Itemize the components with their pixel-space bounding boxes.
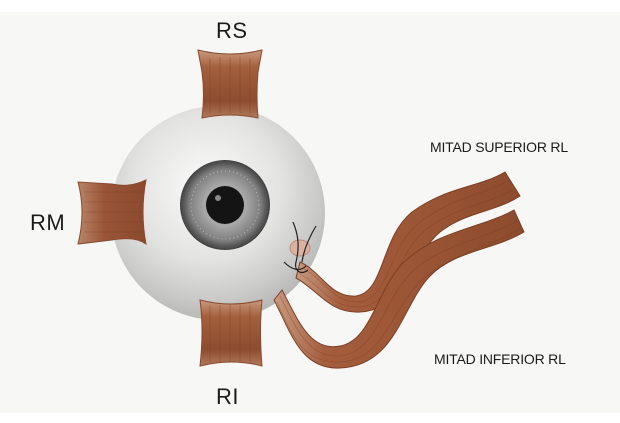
label-lower-half: MITAD INFERIOR RL: [434, 351, 566, 367]
label-ri: RI: [216, 384, 239, 410]
pupil: [206, 186, 244, 224]
inferior-rectus-muscle: [200, 300, 262, 366]
label-upper-half: MITAD SUPERIOR RL: [430, 139, 568, 155]
label-rs: RS: [216, 18, 248, 44]
label-rm: RM: [30, 210, 65, 236]
